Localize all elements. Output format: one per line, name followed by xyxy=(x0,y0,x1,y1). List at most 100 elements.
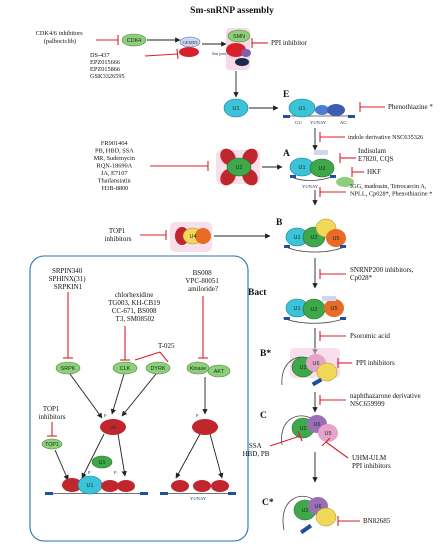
tri-u5-node xyxy=(195,228,211,244)
srpin-label: SRPIN340 SPHINX(31) SRPKIN1 xyxy=(49,267,88,291)
stage-c: C xyxy=(260,411,267,421)
e-sf1-node xyxy=(315,105,329,115)
panel-right-sr-3 xyxy=(211,480,229,492)
stage-e: E xyxy=(283,90,289,100)
stage-b: B xyxy=(276,218,283,228)
sr-to-u2af-arrow xyxy=(117,433,127,477)
e-exon-left xyxy=(283,115,290,118)
panel-top1-node-label: TOP1 xyxy=(45,442,59,448)
sr-right-p-label: P xyxy=(196,413,199,418)
sr-right-to-bottom-right xyxy=(209,433,224,479)
bact-u5-node xyxy=(324,299,344,317)
gemin-label: GEMIN xyxy=(182,40,198,45)
a-exon-left xyxy=(290,175,296,178)
b-exon-right xyxy=(340,245,346,248)
ssa-inhibition-bar xyxy=(297,430,303,442)
u2-snrnp-label: U2 xyxy=(236,165,243,171)
panel-u1-snrnp xyxy=(91,455,113,469)
bstar-u6-label: U6 xyxy=(313,361,320,367)
snrnp200-label: SNRNP200 inhibitors, Cp028* xyxy=(350,266,415,282)
b-u2-label: U2 xyxy=(311,235,318,241)
b-u1-label: U1 xyxy=(294,235,301,241)
dyrk-node xyxy=(145,361,171,375)
panel-left-u1-label: U1 xyxy=(87,483,94,489)
panel-right-sr-1 xyxy=(171,480,189,492)
panel-left-exon-1 xyxy=(45,492,53,495)
bstar-ppi-label: PPI inhibitors xyxy=(356,359,395,367)
e-ag-label: AG xyxy=(340,120,347,125)
bact-u2-label: U2 xyxy=(311,307,318,313)
cstar-u6-label: U6 xyxy=(315,504,322,510)
panel-p-2: P xyxy=(114,470,117,475)
kinase-panel-border xyxy=(29,255,249,542)
sr-protein-center xyxy=(100,419,126,435)
cstar-rna-loop xyxy=(282,495,315,531)
dyrk-label: DYRK xyxy=(151,366,166,372)
smn-label: SMN xyxy=(233,34,245,40)
c-u6-label: U6 xyxy=(314,422,321,428)
b-u5-node xyxy=(326,229,346,247)
e-exon-right xyxy=(348,115,355,118)
a-u2-label: U2 xyxy=(319,166,326,172)
panel-left-sr-2 xyxy=(101,480,119,492)
naph-label: naphthazarone derivative NSC659999 xyxy=(350,392,422,408)
panel-right-sr-2 xyxy=(193,480,211,492)
top1-to-u1-arrow xyxy=(54,449,69,481)
bact-u5-label: U5 xyxy=(331,306,338,312)
panel-top1-node xyxy=(41,438,63,450)
a-exon-right xyxy=(330,175,336,178)
panel-right-exon-2 xyxy=(228,492,236,495)
ds437-inhibition-line xyxy=(144,53,178,57)
e-u1-label: U1 xyxy=(299,106,306,112)
stage-bact: Bact xyxy=(248,288,267,298)
kinase-label: Kinase xyxy=(190,366,206,372)
akt-node xyxy=(207,364,231,378)
clk-label: CLK xyxy=(120,366,131,372)
ds437-inhibition-bar xyxy=(176,48,179,60)
panel-right-yunay: YUNAY xyxy=(190,496,207,501)
b-exon-left xyxy=(284,245,290,248)
cdk4-label: CDK4 xyxy=(127,38,141,44)
sr-p-label: P xyxy=(104,413,107,418)
panel-left-sr-3 xyxy=(117,480,135,492)
bn-label: BN82685 xyxy=(363,517,391,525)
cstar-u2-label: U2 xyxy=(302,508,309,514)
ds437-label: DS-437 EPZ015666 EPZ015866 GSK3326595 xyxy=(90,52,125,80)
bact-exon-right xyxy=(340,317,346,320)
sm-protein-label: Sm protein xyxy=(212,51,233,56)
srpk-to-sr-arrow xyxy=(69,373,103,419)
cstar-prp-node xyxy=(315,507,337,527)
uhm-label: UHM-ULM PPI inhibitors xyxy=(352,454,391,470)
t025-dyrk-line xyxy=(159,351,169,363)
sr-right-to-bottom-left xyxy=(175,433,201,479)
ppi-inhibitor-label: PPI inhibitor xyxy=(271,39,308,47)
top1-inhibitors-label: TOP1 inhibitors xyxy=(105,227,132,243)
sr-protein-right xyxy=(192,419,218,435)
akt-label: AKT xyxy=(214,369,225,375)
t025-label: T-025 xyxy=(158,342,175,350)
ssa-inhibition-line xyxy=(269,435,301,447)
b-u5-label: U5 xyxy=(333,236,340,242)
e-gu-label: GU xyxy=(295,120,302,125)
sr-to-u1-arrow xyxy=(81,433,105,479)
stage-a: A xyxy=(283,149,290,159)
c-u2-label: U2 xyxy=(300,426,307,432)
bs008-label: BS008 VPC-80051 amiloride? xyxy=(185,269,220,293)
bact-prp19-node xyxy=(322,296,336,301)
smn-core-dark xyxy=(235,58,249,66)
ssa-label: SSA HBD, PB xyxy=(243,442,270,458)
e-u2af-node xyxy=(327,104,345,116)
tri-u4-label: U4 xyxy=(190,234,197,240)
indole-label: indole derivative NSC635326 xyxy=(348,134,423,141)
uhm-inhibition-line xyxy=(325,441,349,459)
bact-exon-left xyxy=(284,317,290,320)
c-u5-node xyxy=(318,424,338,442)
stage-cstar: C* xyxy=(262,498,274,508)
chlor-label: chlorhexidine TG003, KH-CB19 CC-671, BS0… xyxy=(108,291,162,323)
gemin-node xyxy=(179,36,201,48)
a-yunay-label: YUNAY xyxy=(302,184,319,189)
indisulam-label: Indisulam E7820, CQS xyxy=(358,147,394,163)
panel-top1-inhibitors-label: TOP1 inhibitors xyxy=(39,405,66,421)
cdk46-inhibitor-label: CDK4/6 inhibitors (palbociclib) xyxy=(36,30,85,45)
smn-core-purple xyxy=(241,49,251,57)
